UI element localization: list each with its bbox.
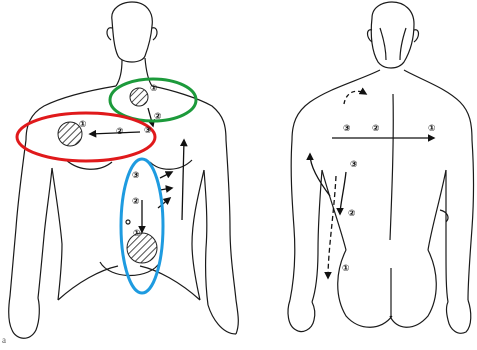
back-arrows bbox=[310, 91, 434, 278]
arrow-shoulder-curve bbox=[344, 91, 366, 104]
back-body-figure bbox=[288, 2, 474, 333]
hatched-zone-abdomen bbox=[127, 233, 157, 263]
front-arrows bbox=[90, 108, 184, 232]
marker-back-1: ① bbox=[428, 124, 436, 134]
marker-neck-3: ③ bbox=[144, 126, 152, 136]
marker-side-2: ② bbox=[348, 209, 356, 219]
marker-neck-2: ② bbox=[154, 112, 162, 122]
hatched-zone-neck bbox=[130, 88, 148, 106]
marker-abdomen-2: ② bbox=[132, 197, 140, 207]
arrow-back-down bbox=[328, 176, 336, 278]
marker-abdomen-3: ③ bbox=[132, 171, 140, 181]
arrow-flank-up bbox=[182, 140, 184, 220]
front-body-figure bbox=[9, 2, 239, 338]
arrow-flank-3 bbox=[158, 198, 170, 208]
arrow-flank-2 bbox=[160, 188, 172, 190]
marker-side-3: ③ bbox=[350, 160, 358, 170]
marker-side-1: ① bbox=[342, 264, 350, 274]
arrow-chest-to-axilla bbox=[90, 132, 140, 134]
marker-chest-2: ② bbox=[116, 127, 124, 137]
marker-chest-1: ① bbox=[79, 120, 87, 130]
figure-corner-label: a bbox=[2, 335, 6, 345]
arrow-flank-1 bbox=[160, 172, 172, 178]
marker-back-3: ③ bbox=[343, 124, 351, 134]
arrow-neck-to-axilla bbox=[148, 108, 153, 126]
marker-neck-1: ① bbox=[150, 84, 158, 94]
arrow-back-side bbox=[340, 172, 346, 214]
marker-back-2: ② bbox=[372, 124, 380, 134]
marker-abdomen-1: ① bbox=[133, 229, 141, 239]
